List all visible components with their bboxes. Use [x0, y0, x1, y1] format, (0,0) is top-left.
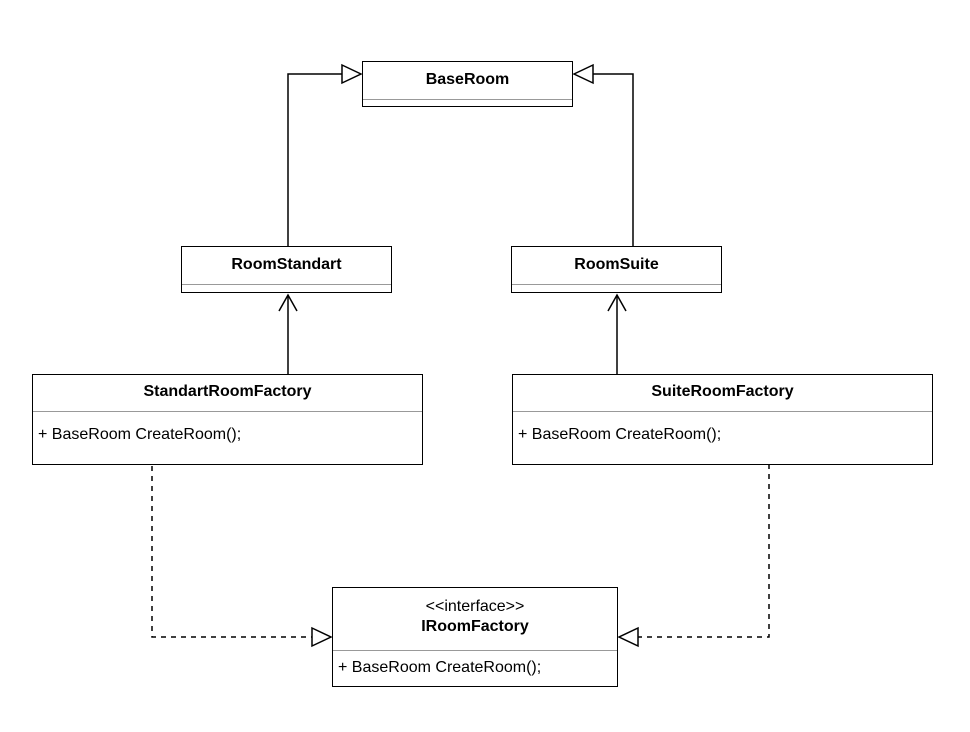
class-baseroom[interactable]: BaseRoom	[362, 61, 573, 107]
hollow-triangle-arrowhead	[617, 626, 639, 648]
operation-createroom: + BaseRoom CreateRoom();	[338, 659, 542, 676]
class-roomsuite[interactable]: RoomSuite	[511, 246, 722, 293]
generalization-roomstandart-baseroom	[287, 73, 342, 246]
compartment-divider	[513, 411, 932, 412]
generalization-roomsuite-baseroom	[593, 73, 634, 246]
class-header: StandartRoomFactory	[33, 375, 422, 402]
compartment-divider	[33, 411, 422, 412]
class-name: BaseRoom	[425, 71, 510, 88]
interface-iroomfactory[interactable]: <<interface>> IRoomFactory + BaseRoom Cr…	[332, 587, 618, 687]
open-arrowhead	[278, 293, 298, 312]
open-arrowhead	[607, 293, 627, 312]
class-name: RoomSuite	[574, 256, 659, 273]
operation-createroom: + BaseRoom CreateRoom();	[38, 426, 242, 443]
hollow-triangle-arrowhead	[311, 626, 333, 648]
realization-standartfactory-iroomfactory	[151, 466, 312, 638]
operation-createroom: + BaseRoom CreateRoom();	[518, 426, 722, 443]
compartment-divider	[182, 284, 391, 285]
class-name: StandartRoomFactory	[143, 383, 312, 400]
class-header: SuiteRoomFactory	[513, 375, 932, 402]
compartment-divider	[363, 99, 572, 100]
class-header: RoomSuite	[512, 247, 721, 275]
hollow-triangle-arrowhead	[572, 63, 594, 85]
stereotype-label: <<interface>>	[425, 598, 525, 615]
compartment-divider	[333, 650, 617, 651]
class-header: BaseRoom	[363, 62, 572, 90]
hollow-triangle-arrowhead	[341, 63, 363, 85]
class-header: RoomStandart	[182, 247, 391, 275]
compartment-divider	[512, 284, 721, 285]
class-name: SuiteRoomFactory	[651, 383, 794, 400]
class-suiteroomfactory[interactable]: SuiteRoomFactory + BaseRoom CreateRoom()…	[512, 374, 933, 465]
class-name: RoomStandart	[231, 256, 342, 273]
class-roomstandart[interactable]: RoomStandart	[181, 246, 392, 293]
class-standartroomfactory[interactable]: StandartRoomFactory + BaseRoom CreateRoo…	[32, 374, 423, 465]
class-name: IRoomFactory	[421, 618, 529, 635]
class-header: <<interface>> IRoomFactory	[333, 588, 617, 637]
realization-suitefactory-iroomfactory	[638, 464, 770, 638]
